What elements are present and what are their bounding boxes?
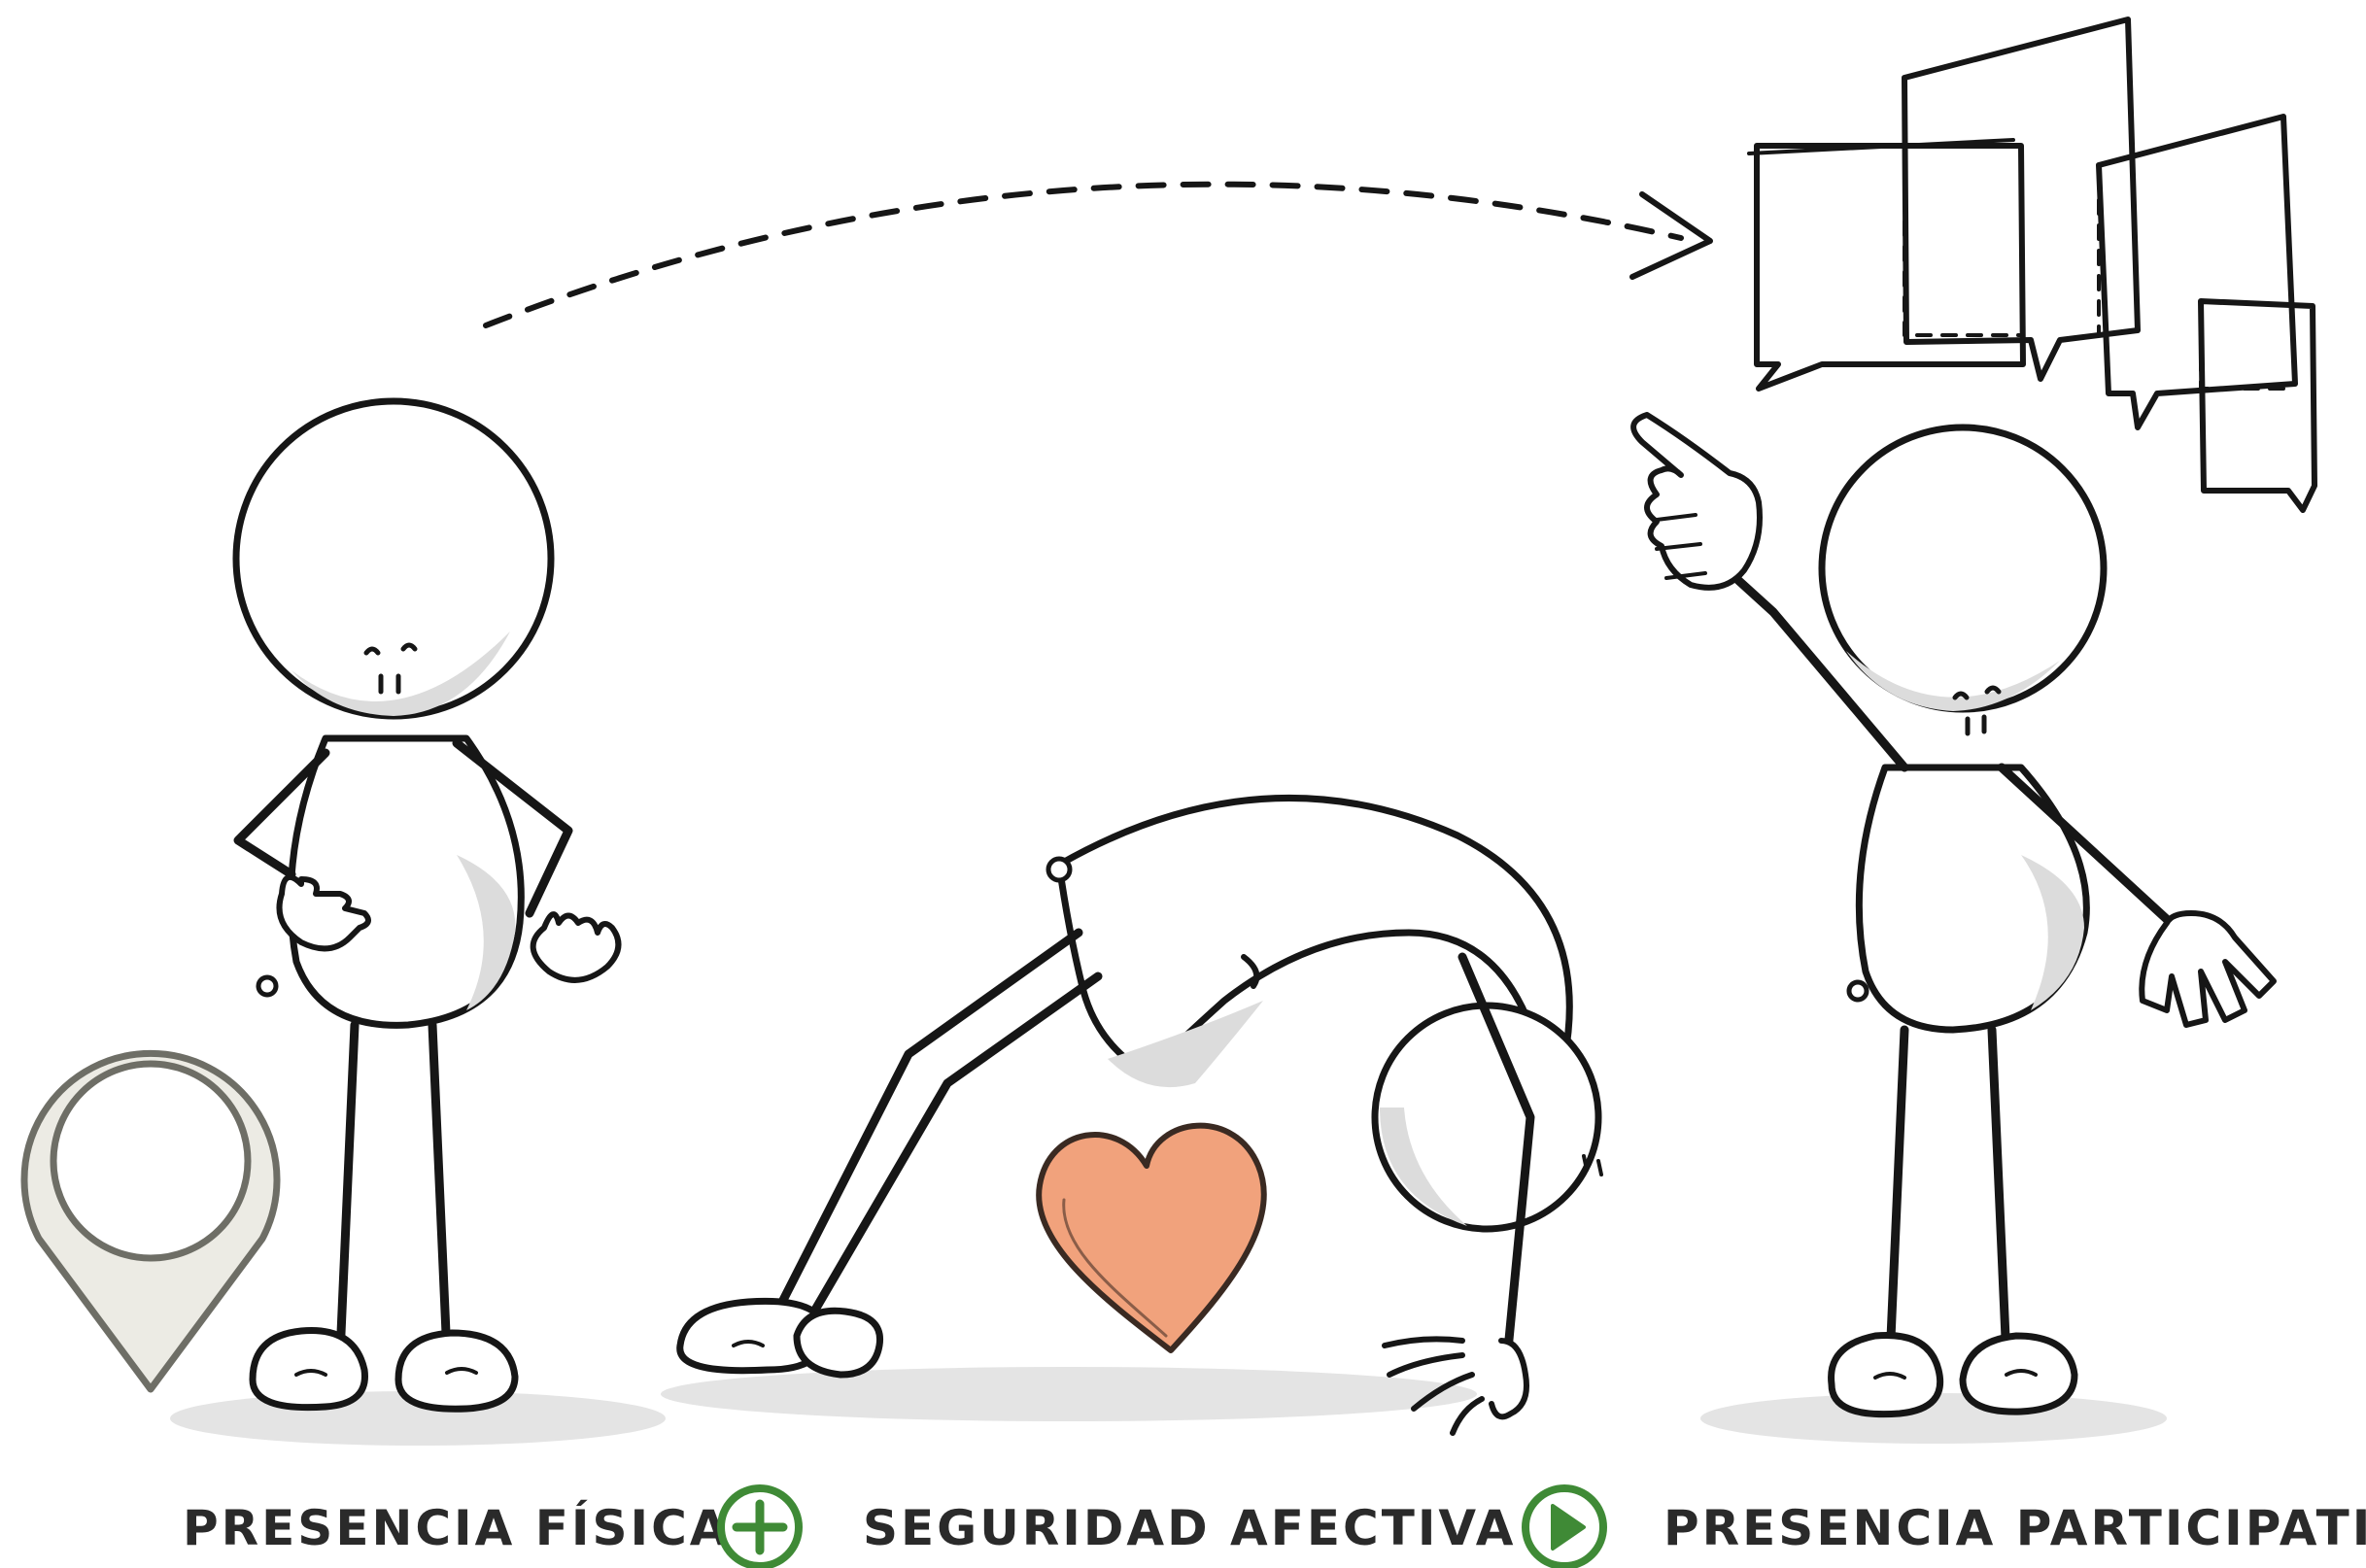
caption-row: PRESENCIA FÍSICA SEGURIDAD AFECTIVA PRES… [183, 1484, 2366, 1568]
caption-participative-presence: PRESENCIA PARTICIPATIVA [1663, 1500, 2366, 1556]
figure-physical-presence [170, 397, 666, 1446]
location-pin-icon [20, 1049, 281, 1393]
caption-physical-presence: PRESENCIA FÍSICA [183, 1499, 730, 1556]
dashed-arrow [483, 181, 1713, 328]
play-circle-icon [1522, 1484, 1607, 1568]
speech-bubbles-icon [1747, 17, 2317, 513]
caption-affective-security: SEGURIDAD AFECTIVA [863, 1500, 1516, 1556]
figure-affective-security [661, 795, 1603, 1436]
plus-circle-icon [717, 1484, 803, 1568]
figure-participative-presence [1630, 412, 2277, 1444]
heart-icon [1036, 1122, 1267, 1353]
